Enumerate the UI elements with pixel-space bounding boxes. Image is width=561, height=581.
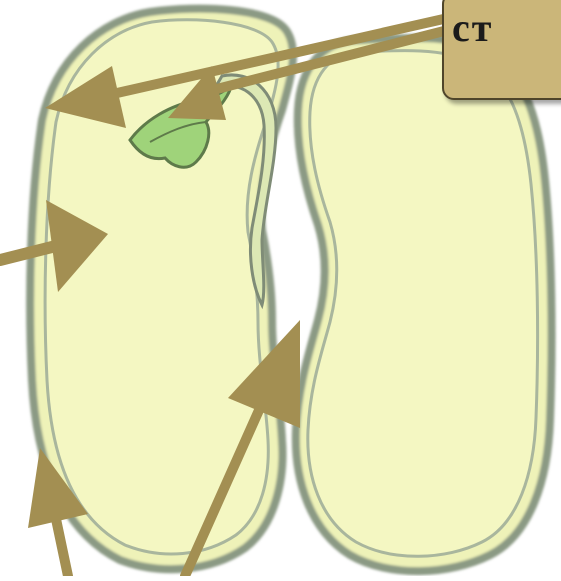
- cotyledon-right: [308, 51, 538, 557]
- label-box: ст: [442, 0, 561, 100]
- label-text: ст: [452, 4, 493, 51]
